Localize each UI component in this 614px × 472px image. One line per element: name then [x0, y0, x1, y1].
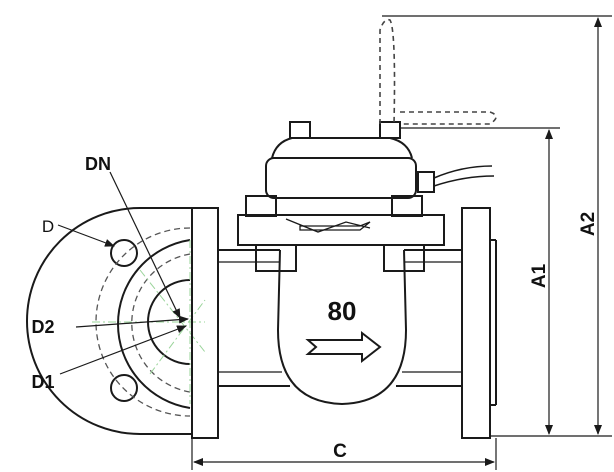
d1-label: D1 [31, 372, 54, 392]
bolt-circle-dashed [95, 227, 191, 417]
mount-boss-right [391, 195, 423, 217]
seal-tag [299, 221, 371, 231]
flange-end-view [26, 207, 192, 435]
mount-foot-left [255, 244, 297, 272]
register-dome [271, 137, 413, 159]
dimension-lines [57, 15, 612, 470]
bolt-hole-bottom [110, 374, 138, 402]
d2-leader [75, 315, 189, 328]
flange-outer-outline [26, 207, 192, 435]
center-lines [92, 240, 206, 404]
register-mount-block [237, 214, 445, 246]
dn-label: DN [85, 154, 111, 174]
left-flange-plate [191, 207, 219, 439]
mount-boss-left [245, 195, 277, 217]
lid-open-vertical [379, 18, 396, 125]
a1-label: A1 [529, 263, 550, 288]
c-label: C [333, 441, 347, 462]
nominal-size-label: 80 [328, 296, 357, 326]
flow-direction-arrow-icon [305, 330, 382, 364]
center-line-diag [139, 269, 206, 353]
d-leader [57, 224, 115, 247]
pulse-cable [433, 165, 495, 187]
lid-hinge-right [379, 121, 401, 139]
d1-leader [59, 325, 187, 375]
bolt-hole-top [110, 239, 138, 267]
d-label: D [42, 217, 54, 236]
meter-side-view [191, 121, 497, 439]
lid-open-horizontal [400, 111, 497, 125]
pulse-connector [417, 171, 435, 193]
mount-foot-right [383, 244, 425, 272]
center-line-diag2 [149, 299, 206, 375]
lid-hinge-left [289, 121, 311, 139]
a2-label: A2 [578, 212, 599, 236]
register-housing [265, 157, 417, 199]
dn-leader [109, 171, 181, 319]
d2-label: D2 [31, 317, 54, 337]
meter-bulb [276, 249, 408, 406]
open-lid-dashed [379, 18, 497, 125]
right-flange-plate [461, 207, 491, 439]
flange-dashed-circles [95, 227, 191, 417]
